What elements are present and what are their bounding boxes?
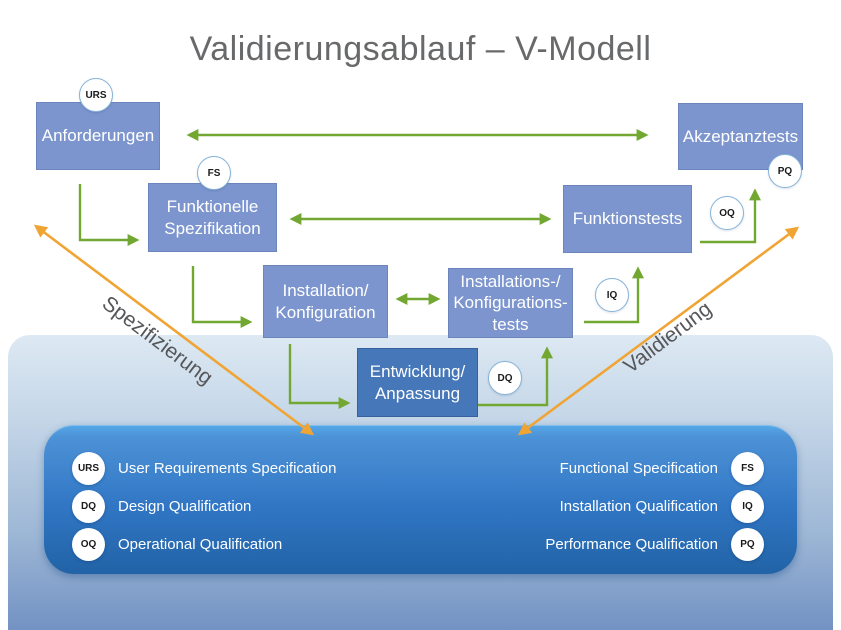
box-entwicklung-anpassung: Entwicklung/ Anpassung xyxy=(357,348,478,417)
box-entwicklung-anpassung-label: Entwicklung/ Anpassung xyxy=(369,362,466,403)
legend-item-oq-label: Operational Qualification xyxy=(118,536,283,553)
legend-item-urs: URS User Requirements Specification xyxy=(72,452,336,485)
step-arrow-install-to-development xyxy=(288,344,351,409)
legend-item-urs-label: User Requirements Specification xyxy=(118,460,337,477)
legend-item-iq: Installation Qualification IQ xyxy=(560,490,764,523)
box-akzeptanztests-label: Akzeptanztests xyxy=(682,126,799,146)
box-anforderungen-label: Anforderungen xyxy=(41,126,155,146)
iq-badge: IQ xyxy=(595,278,629,312)
legend-item-oq: OQ Operational Qualification xyxy=(72,528,336,561)
pq-badge: PQ xyxy=(768,154,802,188)
oq-badge: OQ xyxy=(710,196,744,230)
legend-item-fs: Functional Specification FS xyxy=(560,452,764,485)
legend-item-pq-label: Performance Qualification xyxy=(545,536,718,553)
dq-badge: DQ xyxy=(488,361,522,395)
pq-legend-badge: PQ xyxy=(731,528,764,561)
box-funktionelle-spezifikation: Funktionelle Spezifikation xyxy=(148,183,277,252)
legend-right-column: Functional Specification FS Installation… xyxy=(545,452,764,561)
dq-legend-badge: DQ xyxy=(72,490,105,523)
fs-badge: FS xyxy=(197,156,231,190)
page-title: Validierungsablauf – V-Modell xyxy=(189,30,652,68)
fs-legend-badge: FS xyxy=(731,452,764,485)
diagonal-arrow-specification xyxy=(33,224,315,436)
legend-panel xyxy=(44,425,797,574)
box-installation-konfiguration: Installation/ Konfiguration xyxy=(263,265,388,338)
iq-legend-badge: IQ xyxy=(731,490,764,523)
legend-item-fs-label: Functional Specification xyxy=(559,460,718,477)
box-anforderungen: Anforderungen xyxy=(36,102,160,170)
legend-item-dq-label: Design Qualification xyxy=(118,498,252,515)
box-installation-konfiguration-label: Installation/ Konfiguration xyxy=(275,281,376,322)
legend-left-column: URS User Requirements Specification DQ D… xyxy=(72,452,336,561)
urs-legend-badge: URS xyxy=(72,452,105,485)
legend-item-iq-label: Installation Qualification xyxy=(559,498,718,515)
box-funktionstests-label: Funktionstests xyxy=(572,209,683,229)
step-arrow-requirements-to-spec xyxy=(78,184,140,246)
step-arrow-spec-to-install xyxy=(191,266,253,328)
diagonal-arrow-validation xyxy=(517,226,800,436)
box-funktionelle-spezifikation-label: Funktionelle Spezifikation xyxy=(164,197,261,238)
box-installations-konfigurations-tests: Installations-/ Konfigurations- tests xyxy=(448,268,573,338)
box-installations-konfigurations-tests-label: Installations-/ Konfigurations- tests xyxy=(453,272,568,334)
legend-item-dq: DQ Design Qualification xyxy=(72,490,336,523)
legend-item-pq: Performance Qualification PQ xyxy=(545,528,764,561)
box-funktionstests: Funktionstests xyxy=(563,185,692,253)
oq-legend-badge: OQ xyxy=(72,528,105,561)
urs-badge: URS xyxy=(79,78,113,112)
